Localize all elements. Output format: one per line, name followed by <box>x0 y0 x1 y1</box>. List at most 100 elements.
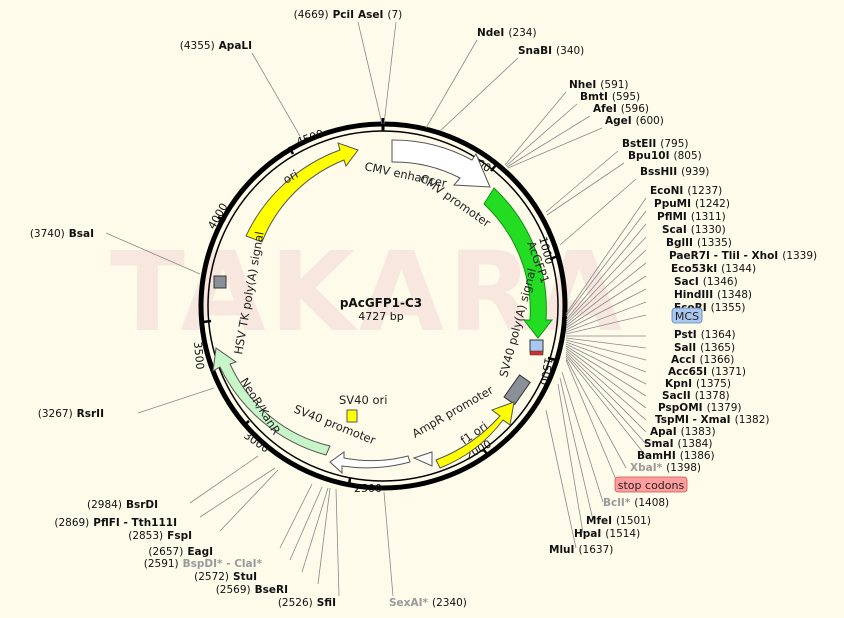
site-name: SfiI <box>317 597 336 609</box>
ticks <box>202 146 559 486</box>
site-label: (3267)RsrII <box>38 408 104 420</box>
site-label: (4355)ApaLI <box>180 40 252 52</box>
site-label: PaeR7I - TliI - XhoI (1339) <box>669 250 817 262</box>
site-name: ScaI <box>662 224 687 236</box>
site-pos: (1375) <box>696 378 731 390</box>
site-pos: (2572) <box>194 571 229 583</box>
site-label: (2853)FspI <box>128 530 192 542</box>
site-pos: (1514) <box>605 528 640 540</box>
site-pos: (7) <box>387 9 402 21</box>
ampr-promoter-arrow <box>412 451 433 467</box>
site-name: PaeR7I - TliI - XhoI <box>669 250 778 262</box>
site-label: NdeI(234) <box>477 27 537 39</box>
site-label: SnaBI(340) <box>518 45 584 57</box>
site-pos: (1378) <box>695 390 730 402</box>
tick-label: 4500 <box>295 127 326 149</box>
site-pos: (2526) <box>278 597 313 609</box>
site-pos: (1335) <box>697 237 732 249</box>
site-pos: (3740) <box>30 228 65 240</box>
site-pos: (1366) <box>699 354 734 366</box>
site-pos: (1339) <box>782 250 817 262</box>
site-pos: (1364) <box>701 329 736 341</box>
tick-mark <box>287 146 295 155</box>
site-name: PstI <box>674 329 697 341</box>
site-name: Bpu10I <box>628 150 670 162</box>
site-pos: (1408) <box>634 497 669 509</box>
site-name: BsaI <box>69 228 94 240</box>
site-name: StuI <box>233 571 257 583</box>
site-label: AseI(7) <box>358 9 402 21</box>
tick-label: 1500 <box>537 356 555 386</box>
site-name: Eco53kI <box>671 263 717 275</box>
site-name: PspOMI <box>658 402 703 414</box>
site-label: KpnI(1375) <box>665 378 731 390</box>
site-name: BsrDI <box>126 499 158 511</box>
site-name: MfeI <box>586 515 612 527</box>
site-pos: (2340) <box>432 597 467 609</box>
site-label: Acc65I(1371) <box>668 366 746 378</box>
site-pos: (2869) <box>54 517 89 529</box>
site-pos: (1371) <box>711 366 746 378</box>
site-label: SexAI* (2340) <box>389 597 467 609</box>
stop-codons-badge-label: stop codons <box>618 479 685 492</box>
plasmid-size: 4727 bp <box>358 310 403 323</box>
site-label: (2526) SfiI <box>278 597 336 609</box>
site-label: (3740) BsaI <box>30 228 94 240</box>
site-name: BglII <box>666 237 693 249</box>
site-name: PpuMI <box>654 198 691 210</box>
site-label: (2984) BsrDI <box>87 499 158 511</box>
acgfp1-arrow <box>483 187 554 339</box>
sv40-promoter-arrow <box>329 451 411 475</box>
site-name: BmtI <box>580 91 608 103</box>
site-name: HpaI <box>574 528 601 540</box>
site-name: SexAI* <box>389 597 428 609</box>
site-label: ApaI(1383) <box>650 426 716 438</box>
site-name: EagI <box>187 546 213 558</box>
site-label: (2657)EagI <box>148 546 213 558</box>
site-name: PflFI - Tth111I <box>93 517 177 529</box>
site-label: TspMI - XmaI (1382) <box>655 414 770 426</box>
site-pos: (1355) <box>711 302 746 314</box>
site-pos: (1242) <box>695 198 730 210</box>
ori-label: ori <box>281 167 301 187</box>
neor-kanr-label: NeoR/KanR <box>237 375 283 437</box>
site-pos: (2984) <box>87 499 122 511</box>
site-name: ApaI <box>650 426 677 438</box>
site-name: SalI <box>674 342 696 354</box>
leader-lines <box>105 21 647 597</box>
site-name: SmaI <box>644 438 674 450</box>
site-label: PspOMI(1379) <box>658 402 741 414</box>
site-pos: (1637) <box>578 544 613 556</box>
tick-label: 3000 <box>241 429 271 456</box>
site-pos: (1398) <box>666 462 701 474</box>
site-pos: (1382) <box>735 414 770 426</box>
site-name: NdeI <box>477 27 504 39</box>
site-pos: (600) <box>636 115 664 127</box>
site-name: MluI <box>549 544 574 556</box>
stop-codons-box <box>529 350 544 356</box>
tick-mark <box>347 477 352 486</box>
site-label: AccI(1366) <box>671 354 734 366</box>
site-pos: (4669) <box>294 9 329 21</box>
site-label: Eco53kI(1344) <box>671 263 756 275</box>
site-pos: (1386) <box>680 450 715 462</box>
site-name: BamHI <box>637 450 676 462</box>
sv40-ori-label: SV40 ori <box>339 393 387 407</box>
site-name: XbaI* <box>630 462 663 474</box>
site-label: AfeI(596) <box>593 103 649 115</box>
f1-ori-arrow <box>435 401 515 469</box>
site-label: BstEII(795) <box>622 138 689 150</box>
site-label: SmaI(1384) <box>644 438 712 450</box>
site-label: MluI (1637) <box>549 544 613 556</box>
site-name: TspMI - XmaI <box>655 414 731 426</box>
site-name: FspI <box>167 530 192 542</box>
site-label: EcoNI(1237) <box>650 185 722 197</box>
site-label: (2572) StuI <box>194 571 257 583</box>
site-pos: (3267) <box>38 408 73 420</box>
site-name: BstEII <box>622 138 656 150</box>
site-label: SalI(1365) <box>674 342 735 354</box>
tick-label: 2500 <box>354 482 382 495</box>
site-label: BamHI (1386) <box>637 450 715 462</box>
